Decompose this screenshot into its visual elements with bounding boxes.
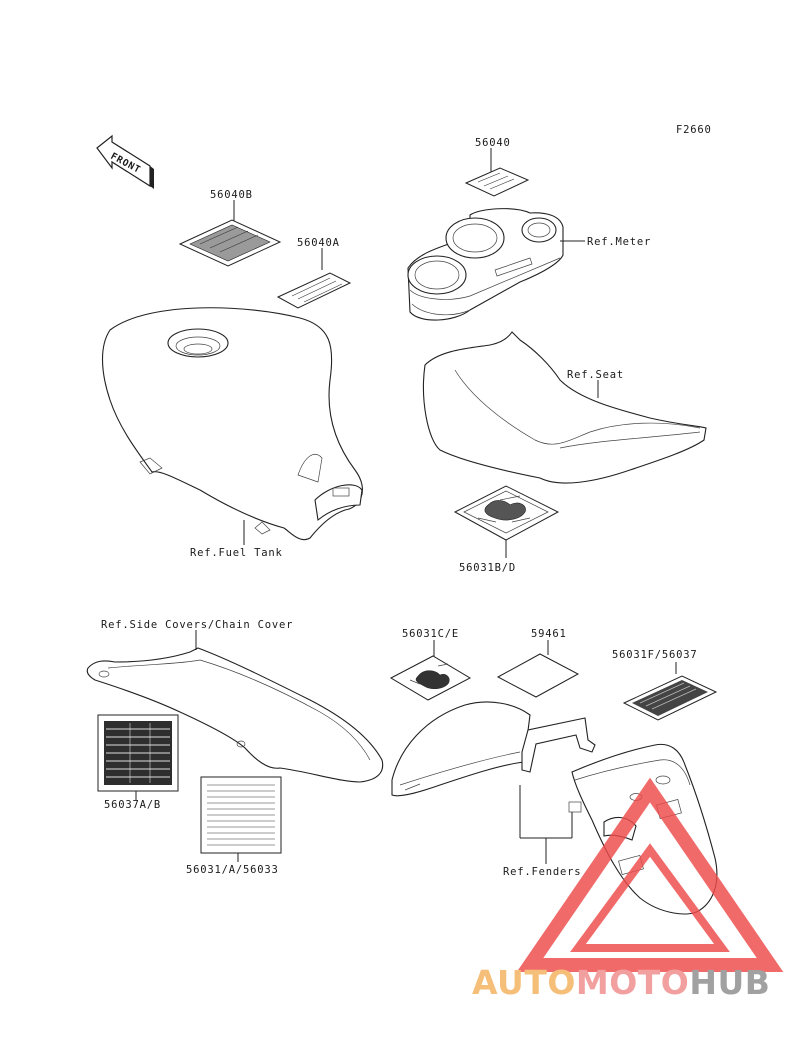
watermark-logo: AUTOMOTOHUB: [472, 777, 784, 1002]
meter-assembly: [407, 208, 585, 321]
front-arrow-icon: FRONT: [96, 134, 154, 189]
label-ref-fenders: Ref.Fenders: [503, 866, 581, 878]
watermark-auto: AUTO: [472, 963, 576, 1002]
decal-56040: [464, 148, 530, 197]
decal-56040B: [178, 200, 282, 267]
label-59461: 59461: [531, 628, 567, 640]
decal-59461: [496, 640, 580, 698]
ref-fenders-leader: [519, 785, 573, 864]
watermark-triangle-icon: [516, 777, 784, 972]
label-ref-meter: Ref.Meter: [587, 236, 651, 248]
fuel-tank: [102, 307, 363, 545]
label-56040A: 56040A: [297, 237, 340, 249]
label-ref-seat: Ref.Seat: [567, 369, 624, 381]
figure-code: F2660: [676, 124, 712, 136]
decal-56031BD: [453, 485, 560, 558]
label-56040: 56040: [475, 137, 511, 149]
watermark-moto: MOTO: [576, 963, 689, 1002]
watermark-hub: HUB: [689, 963, 770, 1002]
decal-56031CE: [389, 640, 472, 701]
label-56037AB: 56037A/B: [104, 799, 161, 811]
label-56031F-56037: 56031F/56037: [612, 649, 697, 661]
front-fender: [391, 701, 596, 797]
label-56031CE: 56031C/E: [402, 628, 459, 640]
decal-56031A-56033: [200, 776, 282, 862]
seat: [422, 331, 707, 484]
label-ref-fuel-tank: Ref.Fuel Tank: [190, 547, 283, 559]
label-ref-side-covers: Ref.Side Covers/Chain Cover: [101, 619, 293, 631]
label-56031BD: 56031B/D: [459, 562, 516, 574]
decal-56040A: [276, 248, 352, 309]
label-56040B: 56040B: [210, 189, 253, 201]
decal-56037AB: [97, 714, 179, 800]
svg-text:AUTOMOTOHUB: AUTOMOTOHUB: [472, 963, 770, 1002]
decal-56031F-56037: [622, 662, 718, 721]
rear-fender: [568, 743, 718, 915]
side-cover: [86, 630, 384, 783]
label-56031A-56033: 56031/A/56033: [186, 864, 279, 876]
